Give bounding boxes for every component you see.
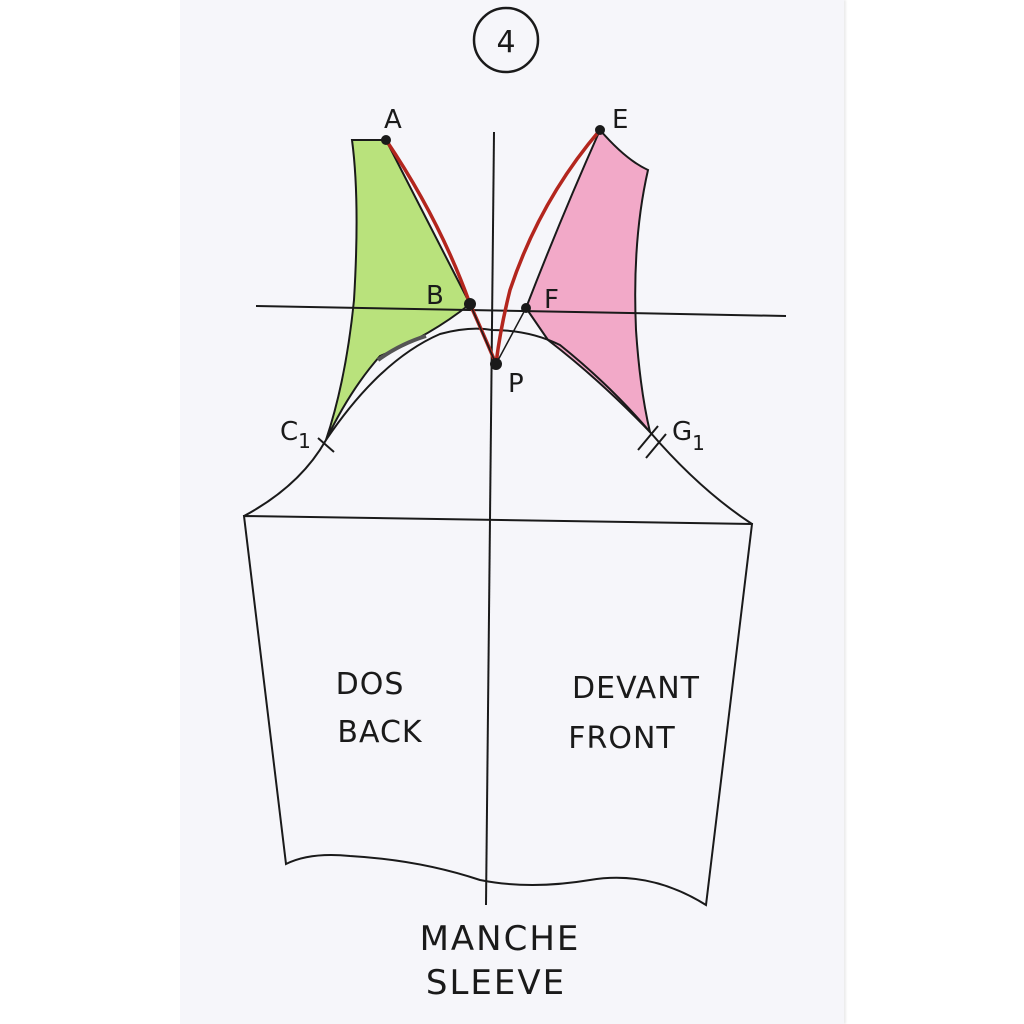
label-front-en: FRONT [568, 721, 675, 756]
label-a: A [384, 105, 402, 135]
line-b-p [469, 303, 497, 365]
label-back-en: BACK [337, 715, 423, 750]
label-e: E [612, 105, 628, 135]
title-fr: MANCHE [420, 919, 581, 959]
point-e-dot [595, 125, 605, 135]
label-b: B [426, 281, 444, 311]
label-front-fr: DEVANT [572, 671, 700, 706]
point-b-dot [464, 298, 476, 310]
label-c1: C1 [280, 417, 311, 453]
line-f-p [495, 307, 527, 365]
step-number-circle [472, 6, 540, 74]
title-en: SLEEVE [426, 963, 566, 1003]
notch-g1-a [637, 425, 659, 451]
point-a-dot [381, 135, 391, 145]
ease-mark [376, 334, 427, 362]
label-back-fr: DOS [336, 667, 405, 702]
point-f-dot [521, 303, 531, 313]
notch-g1-b [645, 433, 667, 459]
label-p: P [508, 369, 524, 399]
label-g1: G1 [672, 417, 705, 455]
front-dart-fill [524, 128, 652, 436]
label-f: F [544, 285, 559, 315]
horizontal-guide-line [255, 305, 787, 317]
sleeve-body-outline [242, 514, 754, 907]
point-p-dot [490, 358, 502, 370]
vertical-center-line [485, 131, 495, 906]
back-dart-fill [325, 139, 472, 441]
step-number: 4 [496, 25, 515, 60]
notch-c1 [317, 437, 335, 453]
red-curve-front [494, 128, 602, 365]
